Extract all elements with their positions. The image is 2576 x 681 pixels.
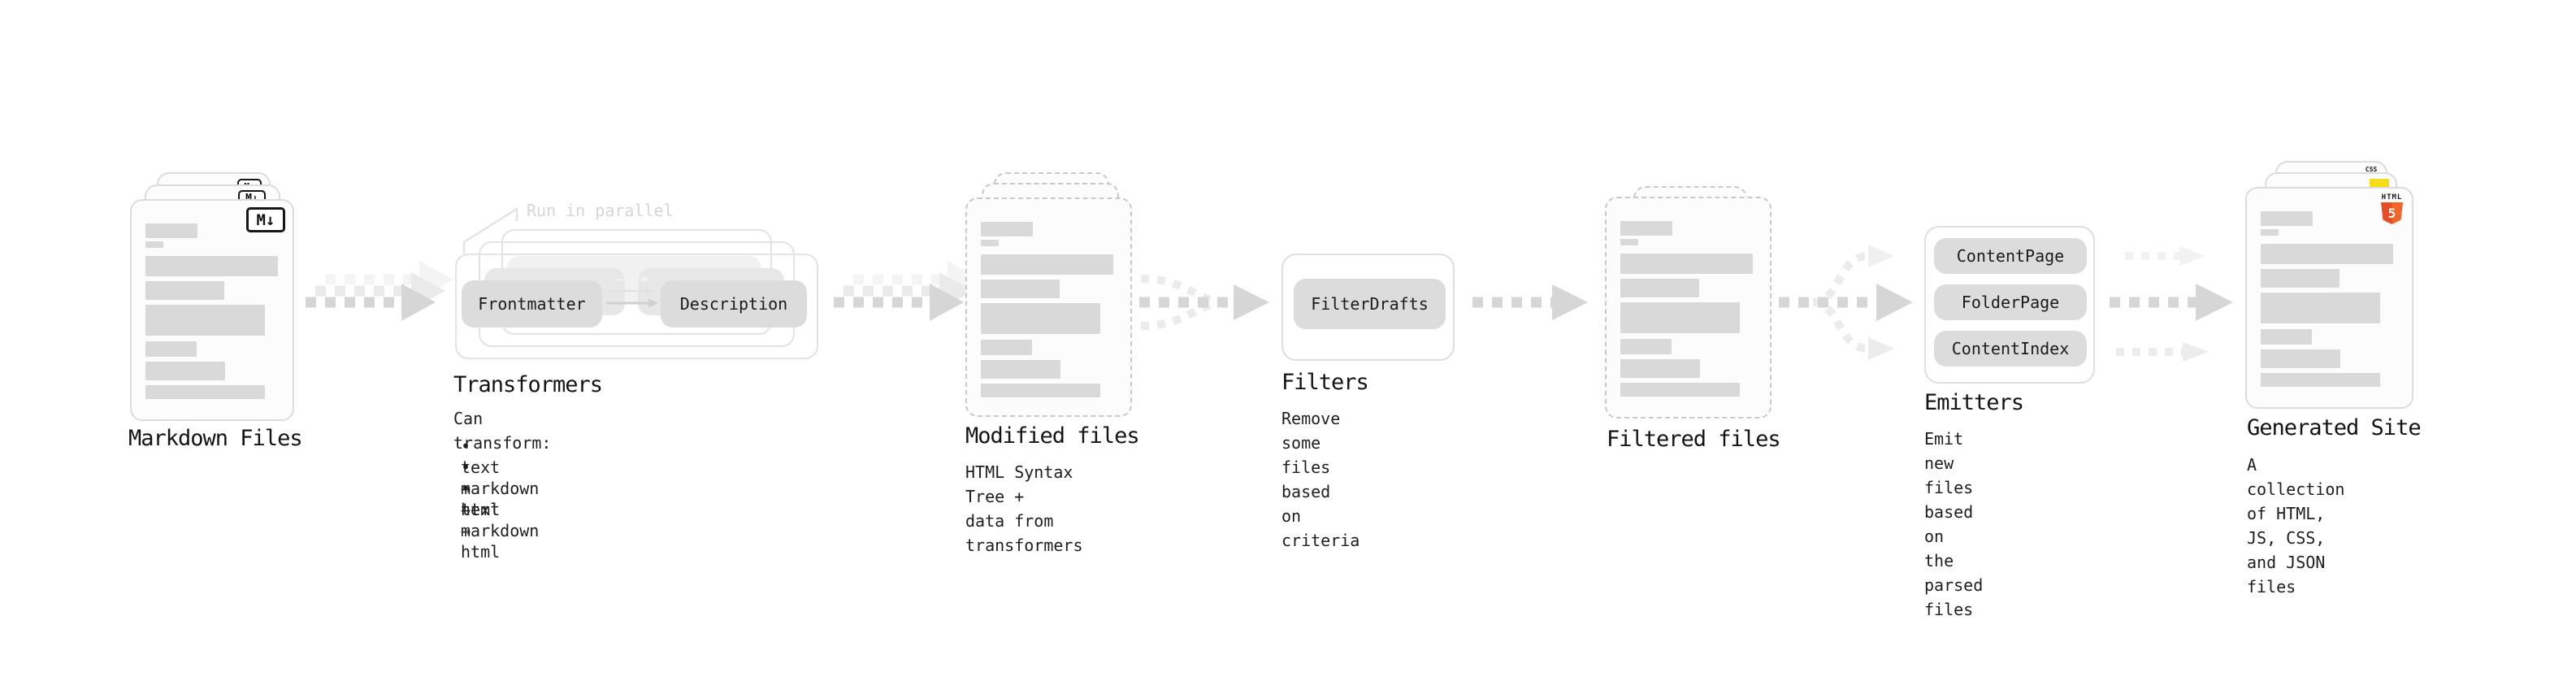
emitter-contentindex-pill: ContentIndex [1934, 331, 2087, 367]
html5-icon: HTML 5 [2381, 194, 2403, 224]
arrow-right-icon [834, 261, 982, 321]
doc-text-line [1620, 221, 1672, 236]
doc-text-line [1620, 339, 1672, 354]
doc-text-line [1620, 359, 1700, 378]
doc-text-line [145, 281, 224, 300]
stage-label-markdown-files: Markdown Files [128, 426, 303, 451]
doc-text-line [1620, 239, 1638, 245]
doc-text-line [145, 305, 265, 336]
doc-text-line [1620, 254, 1753, 274]
transformers-bullet-2: • markdown → markdown [461, 458, 540, 540]
doc-text-line [145, 241, 163, 248]
modified-doc-front [965, 197, 1132, 417]
doc-text-line [1620, 383, 1740, 397]
transformers-bullet-3: • html → html [461, 479, 501, 562]
doc-text-line [2261, 269, 2340, 288]
doc-content-skeleton [145, 223, 278, 399]
stage-label-filters: Filters [1281, 370, 1369, 395]
generated-doc-html: HTML 5 [2245, 187, 2413, 409]
doc-text-line [981, 303, 1100, 334]
transformer-frontmatter-pill: Frontmatter [462, 280, 602, 327]
arrow-diverge-icon [1779, 245, 1913, 360]
doc-text-line [145, 341, 197, 357]
arrow-right-icon [306, 261, 453, 321]
transformers-desc-heading: Can transform: [453, 409, 552, 453]
modified-files-subtitle: HTML Syntax Tree + data from transformer… [965, 462, 1083, 555]
markdown-doc-front: M↓ [130, 199, 294, 421]
doc-text-line [1620, 279, 1699, 297]
transformer-description-pill: Description [661, 280, 807, 327]
doc-text-line [1620, 302, 1740, 333]
stage-label-modified-files: Modified files [965, 423, 1140, 449]
transformers-bullet-1: • text → text [461, 436, 501, 519]
arrow-parallel-icon [2110, 246, 2233, 362]
doc-text-line [981, 384, 1100, 397]
doc-text-line [981, 240, 999, 246]
filter-drafts-pill: FilterDrafts [1294, 279, 1446, 329]
markdown-icon: M↓ [246, 207, 285, 232]
doc-text-line [2261, 244, 2393, 264]
arrow-right-icon [1472, 284, 1588, 320]
callout-leader-line [462, 206, 518, 254]
stage-label-filtered-files: Filtered files [1607, 427, 1781, 452]
doc-text-line [2261, 373, 2380, 387]
run-in-parallel-note: Run in parallel [527, 201, 674, 220]
doc-content-skeleton [981, 222, 1113, 397]
doc-text-line [981, 254, 1113, 275]
arrow-converge-icon [1139, 275, 1269, 330]
filtered-doc-front [1605, 197, 1772, 419]
stage-label-generated-site: Generated Site [2247, 415, 2422, 440]
filters-subtitle: Remove some files based on criteria [1281, 409, 1360, 550]
doc-text-line [145, 362, 225, 380]
stage-label-transformers: Transformers [453, 372, 603, 397]
doc-text-line [981, 340, 1032, 355]
stage-label-emitters: Emitters [1924, 390, 2024, 415]
doc-text-line [145, 256, 278, 276]
transformer-panel-front [455, 254, 818, 359]
doc-text-line [145, 223, 197, 238]
doc-text-line [2261, 329, 2312, 345]
doc-text-line [981, 360, 1060, 379]
emitter-folderpage-pill: FolderPage [1934, 284, 2087, 320]
doc-text-line [2261, 349, 2340, 368]
emitters-subtitle: Emit new files based on the parsed files [1924, 429, 1984, 619]
parallel-arrows-icon [606, 275, 658, 308]
doc-text-line [2261, 293, 2380, 323]
doc-text-line [145, 385, 265, 399]
doc-text-line [981, 280, 1060, 298]
doc-content-skeleton [2261, 211, 2393, 387]
doc-text-line [981, 222, 1033, 236]
doc-content-skeleton [1620, 221, 1753, 397]
doc-text-line [2261, 211, 2313, 226]
doc-text-line [2261, 229, 2279, 236]
generated-site-subtitle: A collection of HTML, JS, CSS, and JSON … [2247, 455, 2345, 596]
emitter-contentpage-pill: ContentPage [1934, 238, 2087, 274]
